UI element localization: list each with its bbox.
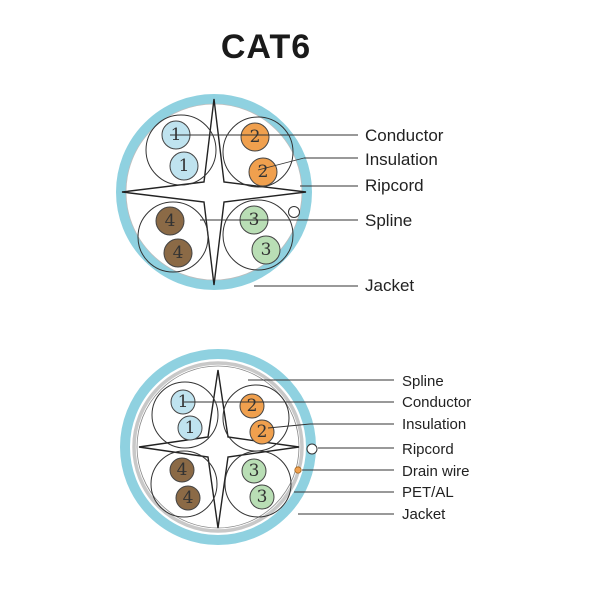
pair-twist-outline [224, 450, 292, 518]
ftp-label-spline: Spline [402, 373, 444, 390]
pair-number: 3 [261, 240, 272, 260]
ftp-label-pet-al: PET/AL [402, 484, 454, 501]
pair-number: 2 [258, 162, 269, 182]
page-title: CAT6 [220, 28, 312, 66]
pair-twist-outline [145, 114, 217, 186]
utp-pair-2: 2 2 [222, 116, 294, 188]
utp-pair-4: 4 4 [137, 201, 209, 273]
pair-number: 3 [257, 487, 268, 507]
ftp-pet-al-foil [132, 361, 304, 533]
ftp-pair-2: 2 2 [222, 384, 290, 452]
wire [163, 238, 193, 268]
pair-twist-outline [222, 116, 294, 188]
ftp-label-jacket: Jacket [402, 506, 446, 523]
pair-number: 2 [250, 127, 261, 147]
utp-label-insulation: Insulation [365, 150, 438, 169]
wire [241, 458, 267, 484]
pair-number: 2 [257, 422, 268, 442]
pair-twist-outline [222, 199, 294, 271]
wire [239, 393, 265, 419]
wire [155, 206, 185, 236]
pair-number: 4 [165, 211, 176, 231]
wire [169, 151, 199, 181]
wire [251, 235, 281, 265]
wire [240, 122, 270, 152]
ftp-ripcord-icon [306, 443, 318, 455]
pair-twist-outline [150, 450, 218, 518]
ftp-pair-4: 4 4 [150, 450, 218, 518]
wire [169, 457, 195, 483]
pair-number: 1 [179, 156, 190, 176]
ftp-label-insulation: Insulation [402, 416, 466, 433]
utp-label-jacket: Jacket [365, 276, 414, 295]
pair-twist-outline [151, 381, 219, 449]
ftp-label-ripcord: Ripcord [402, 441, 454, 458]
pair-number: 3 [249, 461, 260, 481]
utp-cross-section: 1 1 2 2 4 4 3 3 [116, 94, 444, 295]
ftp-cross-section: 1 1 2 2 4 4 3 3 [120, 349, 471, 545]
utp-label-ripcord: Ripcord [365, 176, 424, 195]
ftp-drain-wire-icon [294, 466, 302, 474]
utp-callout-lines [170, 134, 358, 287]
utp-label-spline: Spline [365, 211, 412, 230]
pair-number: 1 [178, 392, 189, 412]
pair-number: 1 [185, 418, 196, 438]
utp-label-conductor: Conductor [365, 126, 444, 145]
utp-spline-cross [121, 98, 307, 286]
ftp-label-conductor: Conductor [402, 394, 471, 411]
ftp-pair-1: 1 1 [151, 381, 219, 449]
pair-number: 2 [247, 396, 258, 416]
wire [177, 415, 203, 441]
pair-number: 4 [173, 243, 184, 263]
pair-number: 4 [183, 488, 194, 508]
wire [248, 157, 278, 187]
wire [175, 485, 201, 511]
wire [249, 419, 275, 445]
ftp-label-drain-wire: Drain wire [402, 463, 470, 480]
pair-number: 4 [177, 460, 188, 480]
ftp-spline-cross [138, 369, 300, 529]
wire [249, 484, 275, 510]
utp-ripcord-icon [288, 206, 300, 218]
ftp-callout-lines [184, 379, 394, 515]
ftp-pair-3: 3 3 [224, 450, 292, 518]
pair-twist-outline [137, 201, 209, 273]
